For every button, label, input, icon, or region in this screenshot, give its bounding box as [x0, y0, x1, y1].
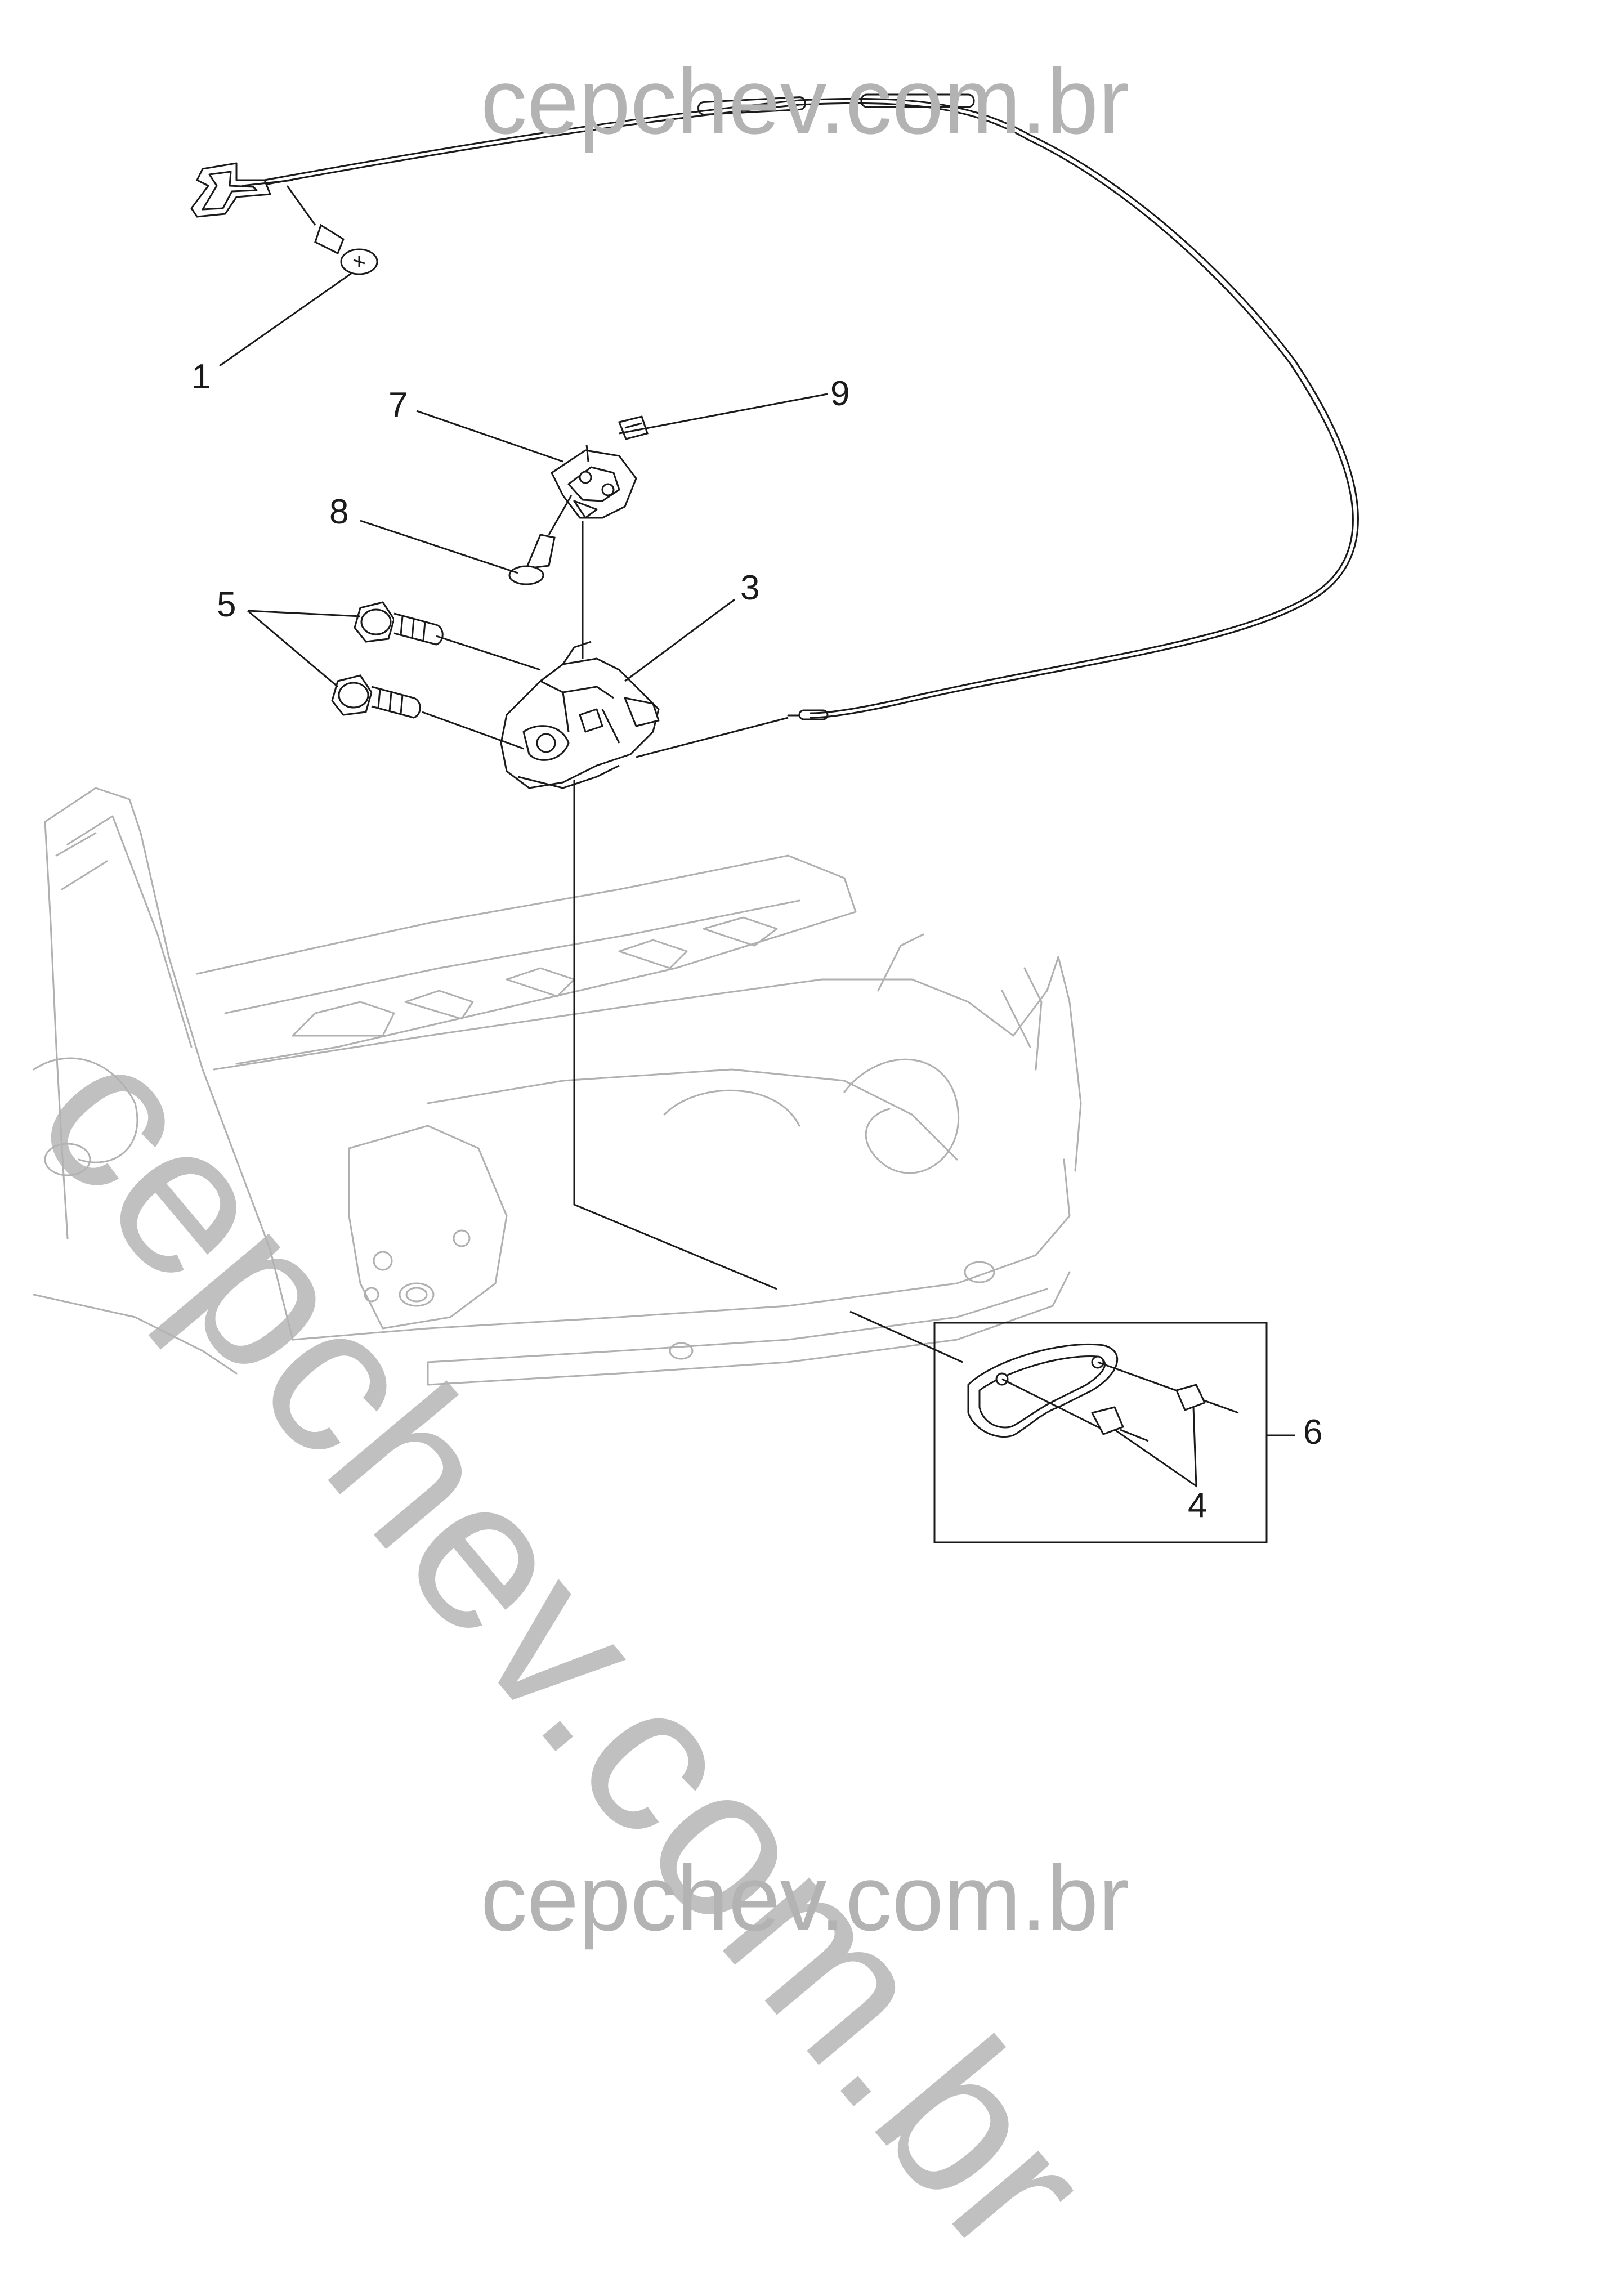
callout-6: 6 [1303, 1413, 1322, 1452]
watermark-top: cepchev.com.br [480, 50, 1130, 153]
bolts-5 [331, 601, 444, 719]
callout-1: 1 [191, 357, 211, 396]
watermark-bottom: cepchev.com.br [480, 1846, 1130, 1950]
callout-4: 4 [1188, 1486, 1207, 1525]
screw-8 [508, 495, 573, 585]
inset-parts-6 [967, 1343, 1239, 1442]
clip-9 [618, 415, 649, 440]
leader-lines [219, 272, 1295, 1543]
latch-3 [500, 641, 660, 789]
callout-9: 9 [830, 374, 849, 413]
callout-3: 3 [740, 569, 759, 607]
callout-7: 7 [388, 386, 408, 424]
callout-labels: 1 7 9 8 5 3 6 4 [191, 357, 1322, 1525]
car-rear-body [33, 787, 1082, 1386]
callout-5: 5 [217, 585, 236, 624]
screw-1 [286, 185, 378, 275]
bracket-7 [551, 444, 637, 519]
release-cable [263, 93, 1359, 720]
release-handle [190, 162, 293, 218]
diagram-canvas: 1 7 9 8 5 3 6 4 [33, 93, 1359, 1543]
callout-8: 8 [329, 493, 348, 531]
